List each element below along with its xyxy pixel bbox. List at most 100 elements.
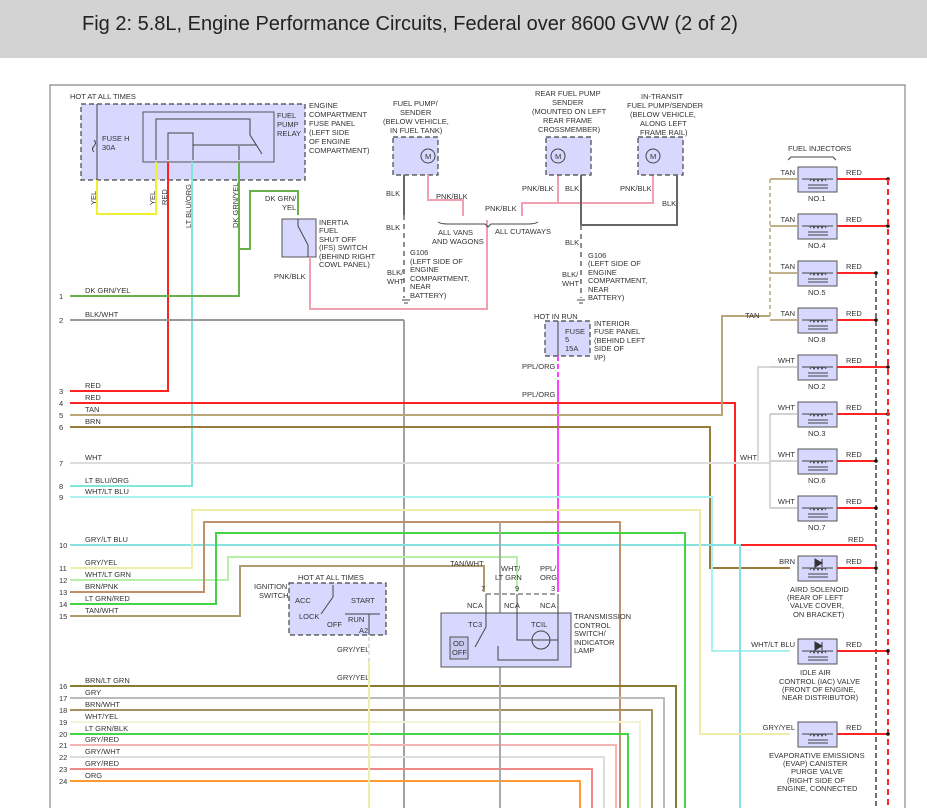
wire-label: GRY/YEL <box>85 558 117 567</box>
diagram-label: DK GRN/YEL <box>231 183 240 228</box>
wire-label: WHT/LT BLU <box>751 640 795 649</box>
motor-icon <box>645 148 661 164</box>
coil-icon <box>802 225 833 236</box>
diagram-label: ORG <box>540 573 557 582</box>
wire-segment <box>437 221 539 228</box>
diagram-label: PPL/ <box>540 564 557 573</box>
pin-number: 15 <box>59 612 67 621</box>
wire-segment <box>70 532 686 808</box>
diagram-label: M <box>650 152 656 161</box>
wire-segment <box>70 697 665 808</box>
diagram-label: LT BLU/ORG <box>184 184 193 228</box>
wire-segment <box>70 162 193 487</box>
wire-label: GRY/YEL <box>763 723 795 732</box>
diagram-label: FUSE H <box>102 134 130 143</box>
diagram-label: SENDER <box>552 98 584 107</box>
wire-label: RED <box>85 393 101 402</box>
coil-icon <box>802 567 833 578</box>
diagram-label: CROSSMEMBER) <box>538 125 601 134</box>
ignition-switch: IGNITION SWITCH HOT AT ALL TIMES ACC LOC… <box>254 573 387 682</box>
wire-segment <box>70 315 770 416</box>
wire-label: RED <box>846 309 862 318</box>
injector-number: NO.6 <box>808 476 826 485</box>
diagram-label: I/P) <box>594 353 606 362</box>
diagram-label: (FRONT OF ENGINE, <box>782 685 856 694</box>
rear-fuel-pump-sender: REAR FUEL PUMP SENDER (MOUNTED ON LEFT R… <box>522 89 607 193</box>
pin-number: 6 <box>59 423 63 432</box>
connector-pins: 1DK GRN/YEL2BLK/WHT3RED4RED5TAN6BRN7WHT8… <box>59 286 131 786</box>
diagram-label: M <box>425 152 431 161</box>
diagram-label: LOCK <box>299 612 319 621</box>
diagram-label: SWITCH/ <box>574 629 607 638</box>
figure-title: Fig 2: 5.8L, Engine Performance Circuits… <box>82 13 738 35</box>
diagram-label: ENGINE <box>309 101 338 110</box>
diagram-label: M <box>555 152 561 161</box>
wire-label: BRN <box>779 557 795 566</box>
diagram-label: (IFS) SWITCH <box>319 243 367 252</box>
diagram-label: REAR FUEL PUMP <box>535 89 601 98</box>
diagram-label: (MOUNTED ON LEFT <box>532 107 607 116</box>
diagram-label: NCA <box>467 601 483 610</box>
pin-number: 22 <box>59 753 67 762</box>
diagram-label: START <box>351 596 375 605</box>
wire-segment <box>874 566 878 570</box>
diagram-label: COMPARTMENT) <box>309 146 370 155</box>
diode-icon <box>814 558 824 568</box>
diagram-label: YEL <box>282 203 296 212</box>
wire-segment <box>886 732 890 736</box>
wire-segment <box>70 709 653 808</box>
diagram-label: GRY/YEL <box>337 673 369 682</box>
wire-segment <box>96 162 157 215</box>
diagram-label: ALL CUTAWAYS <box>495 227 551 236</box>
wire-label: RED <box>846 403 862 412</box>
wire-label: BRN <box>85 417 101 426</box>
diagram-label: TAN <box>745 311 759 320</box>
diagram-label: SWITCH <box>259 591 289 600</box>
coil-icon <box>802 366 833 377</box>
wire-label: LT BLU/ORG <box>85 476 129 485</box>
aird-solenoid: RED BRN <box>779 555 878 582</box>
diagram-label: PPL/ORG <box>522 362 556 371</box>
wire-label: TAN <box>781 309 795 318</box>
pin-number: 13 <box>59 588 67 597</box>
wire-label: WHT <box>778 356 795 365</box>
pin-number: 16 <box>59 682 67 691</box>
wire-segment: YEL YEL RED LT BLU/ORG DK GRN/YEL <box>89 183 240 228</box>
wire-segment <box>70 733 629 808</box>
wire-label: TAN <box>85 405 99 414</box>
diagram-label: NEAR <box>588 285 609 294</box>
diagram-frame <box>49 84 906 808</box>
wire-segment <box>70 744 617 808</box>
diagram-label: ENGINE <box>410 265 439 274</box>
wire-label: GRY <box>85 688 101 697</box>
diagram-label: NEAR <box>410 282 431 291</box>
diagram-label: VALVE COVER, <box>790 601 844 610</box>
diagram-label: WHT <box>740 453 757 462</box>
diagram-label: BLK <box>662 199 676 208</box>
diagram-label: COMPARTMENT, <box>410 274 469 283</box>
wire-label: RED <box>846 497 862 506</box>
wire-label: TAN <box>781 168 795 177</box>
diagram-label: (REAR OF LEFT <box>787 593 844 602</box>
diagram-label: OFF <box>452 648 467 657</box>
transmission-control-switch: TAN/WHT WHT/ LT GRN PPL/ ORG 7 9 3 NCA N… <box>440 559 631 668</box>
diagram-label: TC3 <box>468 620 482 629</box>
engine-fuse-panel: HOT AT ALL TIMES FUSE H 30A FUEL PUMP RE… <box>70 92 370 181</box>
wire-segment <box>874 318 878 322</box>
wire-label: RED <box>846 557 862 566</box>
diagram-label: PPL/ORG <box>522 390 556 399</box>
coil-icon <box>802 272 833 283</box>
